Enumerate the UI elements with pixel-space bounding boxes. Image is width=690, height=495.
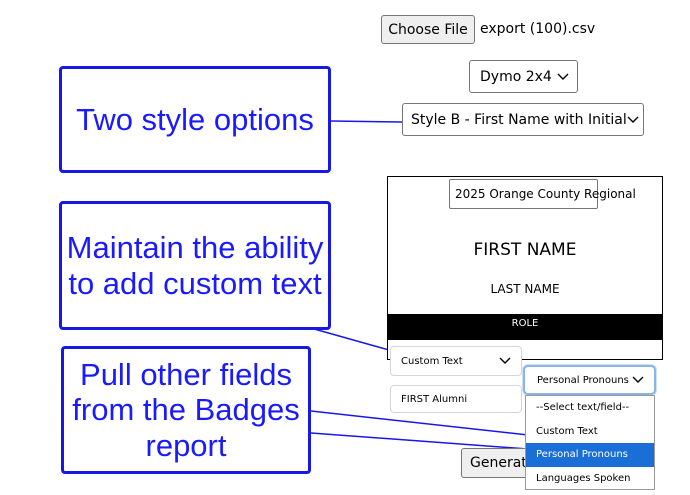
field-dropdown-list[interactable]: --Select text/field-- Custom Text Person…: [525, 395, 655, 490]
chevron-down-icon: [557, 73, 569, 80]
callout-custom-text: Maintain the ability to add custom text: [59, 201, 331, 330]
field-select-value: Personal Pronouns: [537, 374, 629, 386]
dropdown-option[interactable]: Languages Spoken: [536, 472, 631, 484]
label-size-select[interactable]: Dymo 2x4: [469, 60, 578, 93]
badge-first-name: FIRST NAME: [473, 240, 577, 260]
callout-other-fields: Pull other fields from the Badges report: [61, 346, 311, 474]
callout-line-fields-b: [310, 432, 529, 450]
callout-style-options: Two style options: [59, 66, 331, 173]
dropdown-option[interactable]: Custom Text: [536, 425, 598, 437]
badge-last-name: LAST NAME: [490, 282, 560, 296]
chevron-down-icon: [632, 376, 644, 383]
choose-file-button[interactable]: Choose File: [381, 15, 475, 44]
custom-field-select[interactable]: Custom Text: [390, 346, 522, 376]
field-select[interactable]: Personal Pronouns: [523, 365, 656, 395]
callout-other-fields-text: Pull other fields from the Badges report: [72, 356, 300, 463]
custom-text-input[interactable]: FIRST Alumni: [390, 385, 522, 413]
badge-style-select[interactable]: Style B - First Name with Initial: [402, 103, 644, 136]
callout-line-fields-a: [310, 410, 529, 436]
chevron-down-icon: [499, 357, 511, 364]
badge-style-value: Style B - First Name with Initial: [411, 111, 627, 128]
callout-line-style: [330, 120, 403, 123]
selected-file-name: export (100).csv: [480, 21, 596, 37]
event-title-input[interactable]: 2025 Orange County Regional: [449, 179, 636, 209]
dropdown-option-selected[interactable]: Personal Pronouns: [526, 443, 654, 467]
callout-style-options-text: Two style options: [76, 101, 314, 137]
callout-custom-text-text: Maintain the ability to add custom text: [66, 229, 324, 301]
custom-field-value: Custom Text: [401, 355, 463, 367]
label-size-value: Dymo 2x4: [480, 68, 552, 85]
dropdown-option[interactable]: --Select text/field--: [536, 402, 630, 414]
chevron-down-icon: [627, 116, 639, 123]
badge-role-bar: ROLE: [388, 314, 662, 340]
